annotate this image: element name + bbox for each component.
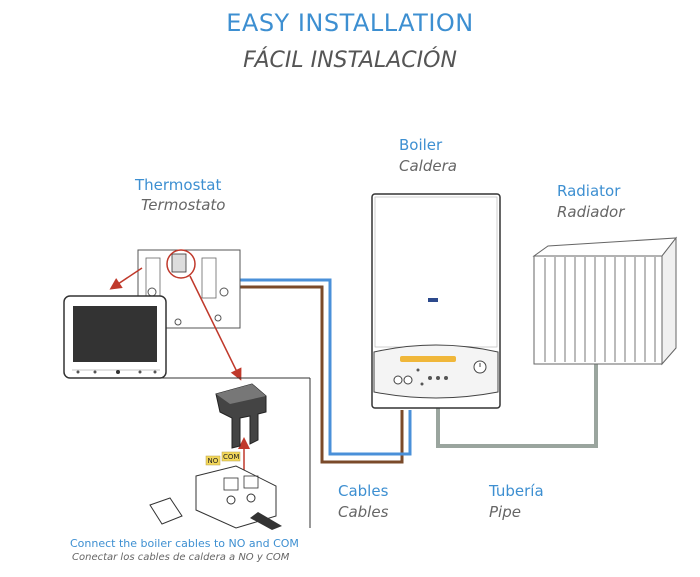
radiator — [532, 236, 678, 366]
terminal-com-label: COM — [223, 453, 239, 461]
caption-spanish: Conectar los cables de caldera a NO y CO… — [72, 552, 290, 563]
terminal-no-label: NO — [208, 457, 219, 465]
connector-detail: NO COM — [100, 377, 311, 530]
cable-blue — [236, 278, 412, 456]
terminal-highlight-circle — [166, 249, 196, 279]
thermostat-label-es: Termostato — [141, 196, 226, 214]
thermostat-device — [63, 295, 167, 379]
cables-label-es: Cables — [338, 503, 389, 521]
pipe-line — [436, 348, 598, 448]
boiler — [371, 193, 501, 409]
arrow-to-connector — [189, 275, 242, 381]
pipe-label-en: Tubería — [489, 482, 544, 500]
arrow-to-thermostat — [109, 267, 143, 290]
title-english: EASY INSTALLATION — [226, 9, 474, 37]
thermostat-label-en: Thermostat — [135, 176, 222, 194]
boiler-label-es: Caldera — [399, 157, 457, 175]
radiator-label-es: Radiador — [557, 203, 625, 221]
radiator-label-en: Radiator — [557, 182, 621, 200]
pipe-label-es: Pipe — [489, 503, 521, 521]
cables-label-en: Cables — [338, 482, 389, 500]
boiler-label-en: Boiler — [399, 136, 443, 154]
title-spanish: FÁCIL INSTALACIÓN — [243, 48, 457, 73]
caption-english: Connect the boiler cables to NO and COM — [70, 537, 299, 550]
cable-brown — [238, 285, 404, 464]
